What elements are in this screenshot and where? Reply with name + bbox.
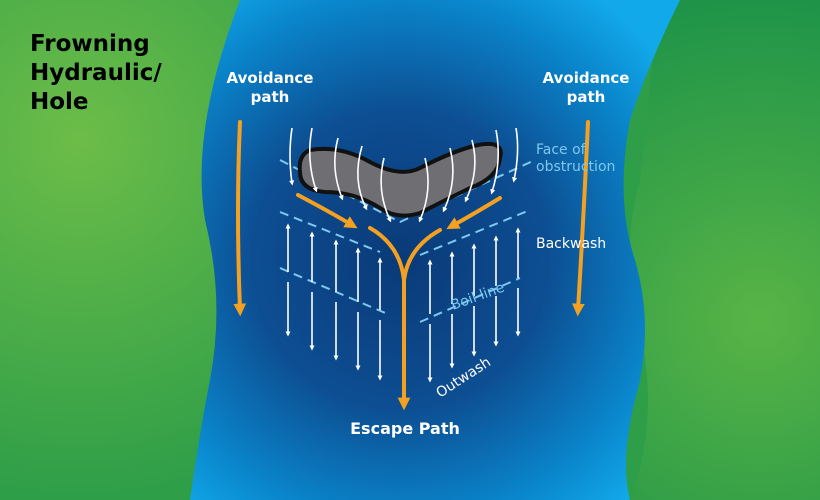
face-arrow — [380, 157, 392, 223]
face-arrow — [334, 137, 344, 201]
escape-feed-arrow-left — [296, 193, 358, 229]
face-arrow — [512, 127, 519, 183]
face-label-1: Face of — [536, 142, 587, 158]
outwash-arrows — [285, 282, 521, 383]
escape-path-label: Escape Path — [350, 419, 460, 438]
backwash-line-right — [419, 209, 531, 256]
avoidance-left-label-2: path — [251, 88, 290, 106]
face-arrow — [308, 127, 318, 193]
backwash-label: Backwash — [536, 236, 606, 252]
face-arrow — [490, 129, 500, 195]
face-arrow — [289, 127, 295, 186]
diagram-title: Frowning Hydraulic/ Hole — [30, 30, 162, 117]
avoidance-left-label-1: Avoidance — [227, 69, 314, 87]
face-label-2: obstruction — [536, 159, 615, 175]
face-arrow — [357, 145, 368, 211]
backwash-line-left — [279, 211, 381, 253]
face-arrow — [418, 157, 429, 223]
title-line-3: Hole — [30, 89, 89, 115]
boil-line-left — [279, 267, 391, 316]
face-arrow — [442, 147, 454, 213]
river-water — [190, 0, 680, 500]
escape-merge-right — [402, 228, 442, 282]
orange-paths — [233, 120, 590, 411]
right-bank — [630, 0, 820, 500]
face-arrow — [464, 139, 476, 203]
avoidance-right-label-2: path — [567, 88, 606, 106]
avoidance-arrow-right — [571, 120, 590, 317]
avoidance-right-label-1: Avoidance — [543, 69, 630, 87]
face-flow-arrows — [289, 127, 519, 223]
title-line-2: Hydraulic/ — [30, 60, 162, 86]
escape-feed-arrow-right — [446, 196, 502, 230]
title-line-1: Frowning — [30, 31, 150, 57]
backwash-arrows — [285, 223, 521, 314]
boil-line-right — [419, 277, 521, 323]
avoidance-arrow-left — [233, 120, 247, 317]
